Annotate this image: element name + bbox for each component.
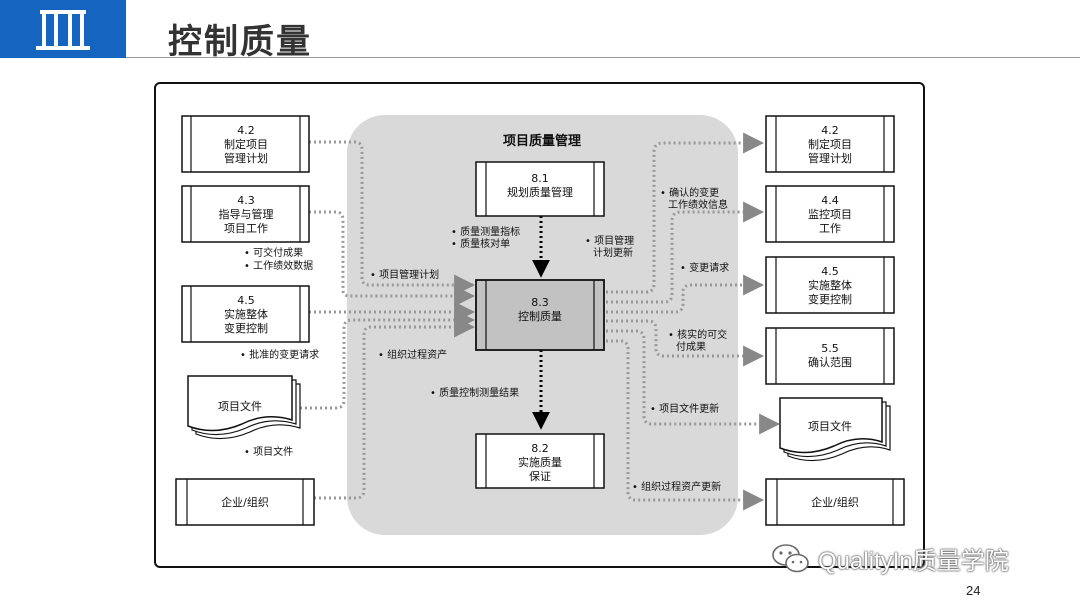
watermark-text: QualityIn质量学院 <box>818 547 1009 575</box>
label-opa-update: • 组织过程资产更新 <box>632 480 721 493</box>
header-divider <box>126 57 1080 58</box>
svg-text:管理计划: 管理计划 <box>224 151 268 165</box>
svg-text:项目文件: 项目文件 <box>218 399 262 413</box>
label-proj-docs-in: • 项目文件 <box>244 445 293 458</box>
svg-text:4.2: 4.2 <box>821 124 839 137</box>
svg-text:管理计划: 管理计划 <box>808 151 852 165</box>
page-title: 控制质量 <box>168 23 312 61</box>
center-box-8-1: 8.1 规划质量管理 <box>475 161 605 217</box>
svg-text:8.3: 8.3 <box>531 296 549 309</box>
svg-text:项目工作: 项目工作 <box>224 222 268 235</box>
svg-text:实施质量: 实施质量 <box>518 455 562 469</box>
svg-text:制定项目: 制定项目 <box>808 137 852 151</box>
svg-text:控制质量: 控制质量 <box>518 309 562 323</box>
label-deliverables: • 可交付成果 <box>244 246 303 259</box>
center-box-8-3: 8.3 控制质量 <box>475 279 605 351</box>
svg-text:变更控制: 变更控制 <box>224 321 268 335</box>
arrow-work-data-in <box>309 210 476 307</box>
label-pm-plan-update-1: • 项目管理 <box>585 234 634 247</box>
svg-text:4.5: 4.5 <box>237 294 255 307</box>
arrow-opa-update-out <box>606 339 765 511</box>
arrow-proj-docs-update-out <box>606 329 781 435</box>
svg-text:制定项目: 制定项目 <box>224 137 268 151</box>
arrow-validated-changes-out <box>606 201 765 304</box>
label-qc-measurements: • 质量控制测量结果 <box>430 386 519 399</box>
svg-text:项目文件: 项目文件 <box>808 419 852 433</box>
right-box-4-2: 4.2 制定项目 管理计划 <box>765 115 895 173</box>
wechat-icon <box>772 544 809 573</box>
left-box-org: 企业/组织 <box>175 478 315 526</box>
logo <box>0 0 126 58</box>
svg-text:8.2: 8.2 <box>531 442 549 455</box>
left-box-4-5: 4.5 实施整体 变更控制 <box>181 285 310 343</box>
svg-text:4.5: 4.5 <box>821 265 839 278</box>
label-verified-deliv-1: • 核实的可交 <box>668 328 727 341</box>
label-validated-changes-2: 工作绩效信息 <box>668 198 728 211</box>
right-box-4-5: 4.5 实施整体 变更控制 <box>765 256 895 314</box>
arrow-pm-plan-update-out <box>606 132 765 294</box>
label-proj-docs-update: • 项目文件更新 <box>650 402 719 415</box>
left-doc-stack: 项目文件 <box>187 375 301 440</box>
arrow-pm-plan-in <box>309 140 476 296</box>
svg-text:保证: 保证 <box>529 469 551 483</box>
watermark: QualityIn质量学院 <box>770 540 1009 576</box>
right-doc-stack: 项目文件 <box>779 397 891 462</box>
svg-text:监控项目: 监控项目 <box>808 207 852 221</box>
label-change-requests: • 变更请求 <box>680 261 729 274</box>
left-box-4-2: 4.2 制定项目 管理计划 <box>181 115 310 173</box>
label-opa: • 组织过程资产 <box>378 348 447 361</box>
right-box-4-4: 4.4 监控项目 工作 <box>765 185 895 243</box>
svg-text:企业/组织: 企业/组织 <box>811 495 859 509</box>
center-box-8-2: 8.2 实施质量 保证 <box>475 433 605 489</box>
label-metrics-1: • 质量测量指标 <box>451 225 520 238</box>
right-box-5-5: 5.5 确认范围 <box>765 327 895 385</box>
svg-text:实施整体: 实施整体 <box>808 278 852 292</box>
svg-text:4.3: 4.3 <box>237 194 255 207</box>
label-verified-deliv-2: 付成果 <box>676 340 706 353</box>
svg-text:工作: 工作 <box>819 222 841 235</box>
svg-text:5.5: 5.5 <box>821 342 839 355</box>
svg-text:指导与管理: 指导与管理 <box>219 207 274 221</box>
left-box-4-3: 4.3 指导与管理 项目工作 <box>181 185 310 243</box>
page-number: 24 <box>966 583 981 598</box>
svg-text:规划质量管理: 规划质量管理 <box>507 185 573 199</box>
right-box-org: 企业/组织 <box>765 478 905 526</box>
svg-text:确认范围: 确认范围 <box>808 355 852 369</box>
svg-text:4.2: 4.2 <box>237 124 255 137</box>
svg-text:4.4: 4.4 <box>821 194 839 207</box>
label-pm-plan: • 项目管理计划 <box>370 268 439 281</box>
label-approved-cr: • 批准的变更请求 <box>240 348 319 361</box>
svg-text:实施整体: 实施整体 <box>224 307 268 321</box>
svg-text:8.1: 8.1 <box>531 172 549 185</box>
label-validated-changes-1: • 确认的变更 <box>660 186 719 199</box>
arrow-proj-docs-in <box>300 309 476 410</box>
label-pm-plan-update-2: 计划更新 <box>593 246 633 259</box>
label-metrics-2: • 质量核对单 <box>451 237 510 250</box>
label-work-data: • 工作绩效数据 <box>244 259 313 272</box>
arrow-change-requests-out <box>606 274 765 314</box>
flow-arrows <box>300 132 781 511</box>
svg-text:变更控制: 变更控制 <box>808 292 852 306</box>
svg-text:企业/组织: 企业/组织 <box>221 495 269 509</box>
group-title: 项目质量管理 <box>503 133 581 149</box>
logo-mark-icon <box>36 10 90 50</box>
